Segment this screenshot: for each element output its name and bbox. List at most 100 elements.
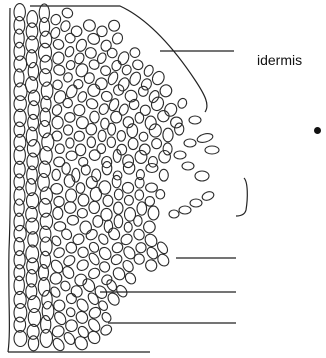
cell [74, 62, 90, 79]
cell-grid [14, 4, 188, 353]
cell [107, 137, 115, 148]
cell [78, 194, 89, 206]
cell [53, 207, 63, 219]
cell [72, 78, 84, 90]
cell [117, 131, 125, 142]
cell [74, 131, 84, 141]
cell [114, 202, 123, 214]
cell [60, 227, 74, 241]
cell [85, 97, 100, 111]
cell [148, 206, 159, 220]
cell [112, 175, 121, 187]
cell [175, 123, 184, 135]
cell [145, 116, 156, 130]
cell [52, 116, 63, 129]
cell [108, 123, 116, 135]
cell [26, 127, 37, 146]
cell [52, 38, 66, 51]
cell [100, 311, 113, 324]
cell [84, 227, 99, 241]
cell [65, 306, 77, 318]
gap-bracket [236, 178, 247, 216]
cell [99, 39, 113, 53]
cell [135, 150, 147, 163]
cell [54, 196, 64, 206]
cell [171, 117, 183, 128]
cell [111, 31, 125, 45]
cell [152, 139, 162, 149]
cell [110, 59, 123, 72]
cell [77, 209, 87, 218]
cell [94, 76, 109, 91]
cell [143, 232, 159, 249]
cell [51, 103, 64, 117]
cell [139, 132, 148, 141]
cell [148, 157, 157, 168]
cell [122, 245, 138, 261]
cell [97, 102, 110, 116]
cell [176, 97, 188, 110]
cell [140, 144, 151, 155]
cell [49, 26, 61, 40]
cell [88, 58, 101, 71]
cell [64, 32, 77, 45]
cell [70, 24, 84, 38]
cell [67, 215, 78, 225]
cell [61, 97, 73, 109]
cell [28, 336, 38, 351]
cell [65, 83, 80, 99]
cell [114, 215, 123, 228]
cell [87, 137, 95, 148]
cell [106, 70, 119, 86]
cell [39, 69, 51, 87]
cell [51, 50, 66, 66]
cell [111, 111, 122, 123]
cell [97, 232, 110, 246]
cell [66, 151, 77, 160]
cell [52, 246, 66, 260]
label-epidermis: idermis [257, 53, 302, 67]
cell [64, 125, 73, 135]
cell [96, 52, 108, 65]
cell [137, 202, 147, 215]
cell [159, 151, 171, 163]
cell [55, 144, 64, 154]
cell [86, 32, 101, 47]
cell [82, 18, 98, 33]
cell [64, 202, 76, 214]
cell [98, 130, 106, 141]
cell [81, 165, 90, 175]
cell [132, 252, 146, 266]
cell [122, 182, 133, 193]
cell [156, 190, 165, 199]
cell [145, 197, 154, 207]
cell [75, 258, 90, 273]
cell [52, 169, 60, 180]
cell [135, 190, 144, 200]
cell [66, 189, 77, 202]
cell [39, 43, 52, 62]
cell [86, 124, 97, 135]
cell [103, 195, 113, 206]
cell [40, 329, 52, 347]
cell [118, 103, 130, 117]
cell [89, 201, 100, 213]
left-boundary-line [8, 8, 10, 352]
cell [146, 183, 158, 192]
cell [80, 221, 91, 234]
cell [107, 97, 120, 112]
cell [134, 216, 142, 227]
cell [83, 71, 96, 85]
cell [87, 305, 103, 320]
cell [99, 323, 114, 337]
cell [114, 189, 123, 200]
cell [81, 277, 97, 294]
cell [158, 83, 174, 99]
cell [39, 18, 49, 37]
cell [121, 259, 135, 274]
cell [139, 104, 152, 117]
cell [65, 113, 75, 123]
cell [64, 292, 78, 306]
cell [106, 226, 122, 242]
cell [42, 302, 54, 321]
